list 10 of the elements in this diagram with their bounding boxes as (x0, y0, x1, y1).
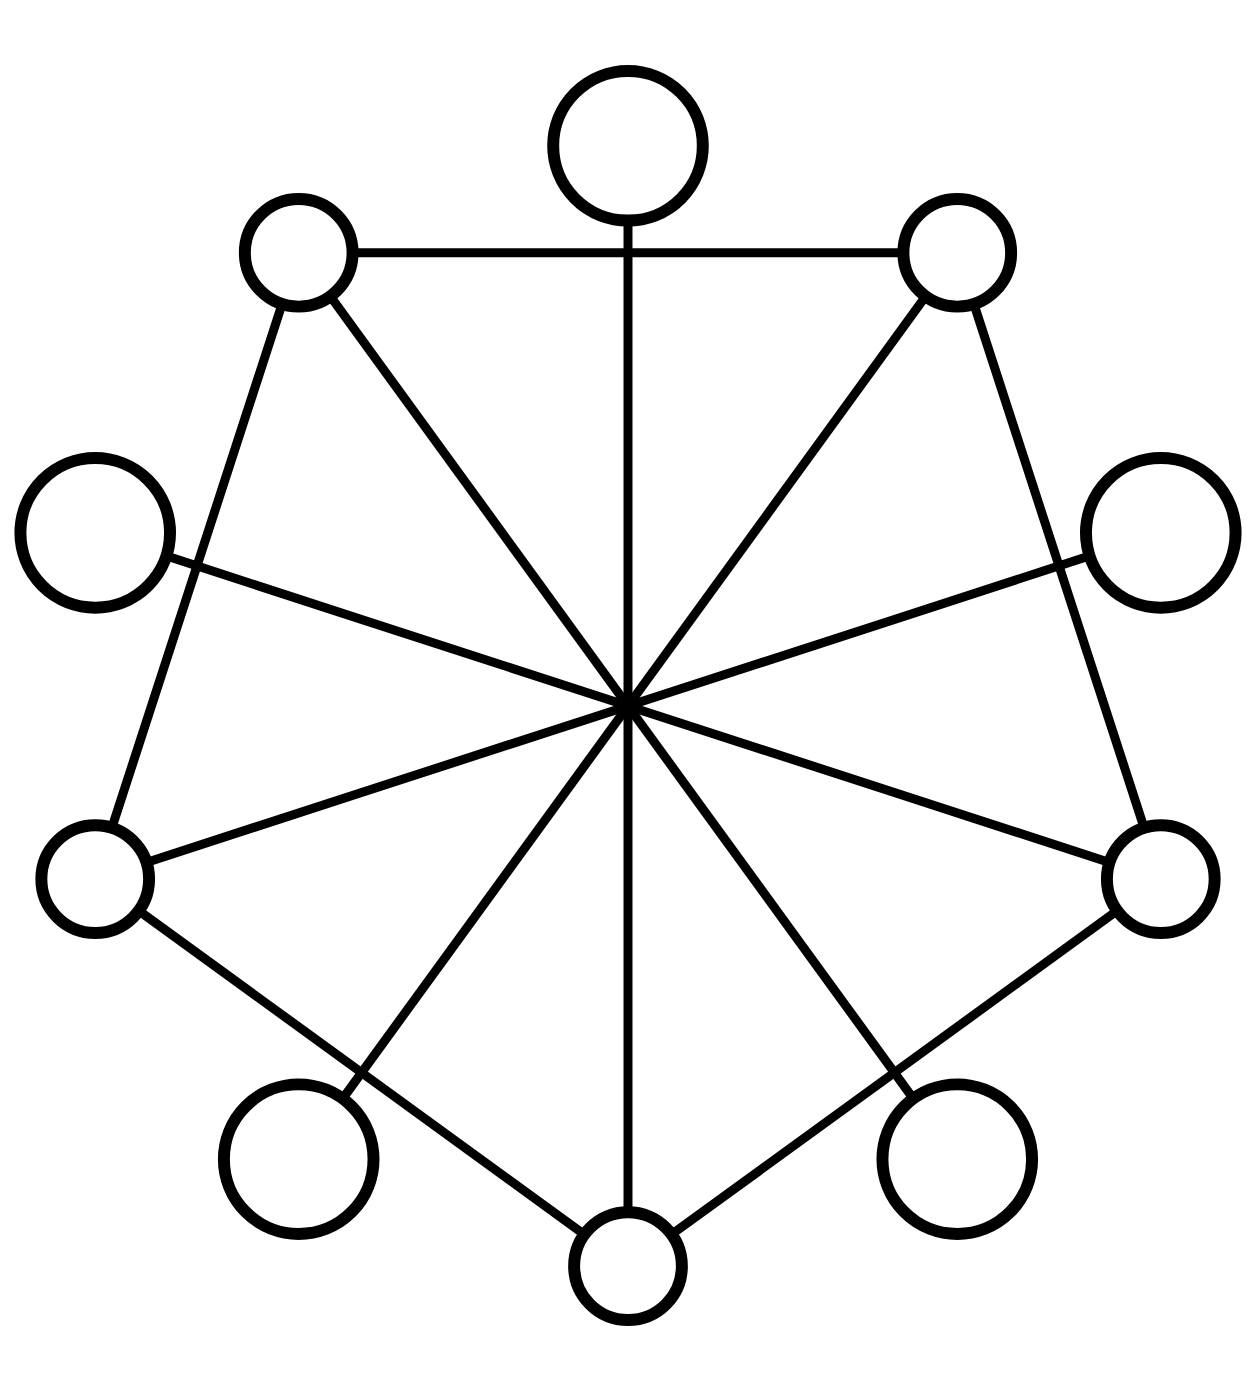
node-circle (14, 451, 176, 614)
node-circle (217, 1077, 380, 1240)
node-circle (568, 1205, 688, 1326)
node-circle (897, 192, 1018, 313)
node-circle (1100, 818, 1221, 939)
node-circle (35, 818, 156, 939)
node-circle (876, 1077, 1039, 1240)
node-circle (1080, 451, 1242, 614)
node-circle (238, 192, 359, 313)
node-circle (547, 64, 709, 227)
